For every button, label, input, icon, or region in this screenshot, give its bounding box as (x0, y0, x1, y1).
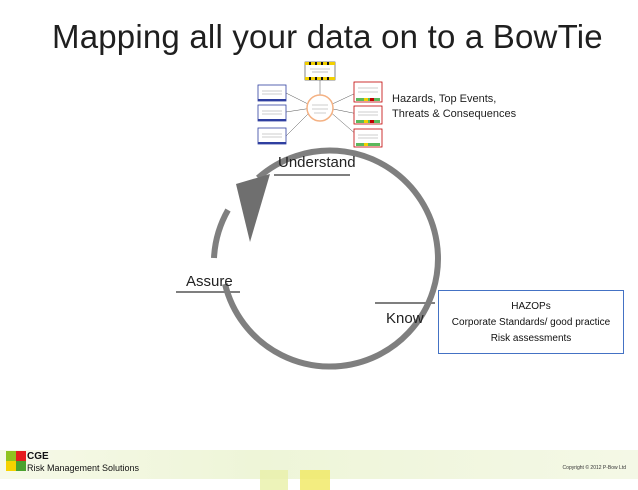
top-event-circle (306, 94, 334, 122)
know-source-item: Risk assessments (490, 333, 572, 344)
stage-label-understand: Understand (278, 154, 356, 171)
copyright-text: Copyright © 2012 P-Bow Ltd (562, 465, 626, 471)
understand-note-line: Threats & Consequences (392, 108, 517, 120)
cycle-arrowhead (236, 174, 270, 242)
understand-note: Hazards, Top Events, Threats & Consequen… (392, 92, 516, 122)
know-source-item: Corporate Standards/ good practice (451, 317, 611, 328)
hazard-box (304, 61, 336, 81)
company-logo-icon (6, 451, 26, 471)
company-name: CGE (27, 451, 49, 462)
bowtie-thumbnail (257, 61, 383, 148)
stage-underline-know (375, 302, 435, 304)
footer-decoration (300, 470, 330, 490)
stage-underline-assure (176, 291, 240, 293)
know-source-item: HAZOPs (511, 301, 551, 312)
company-tagline: Risk Management Solutions (27, 463, 140, 473)
stage-underline-understand (274, 174, 350, 176)
cycle-diagram (211, 147, 441, 370)
page-title: Mapping all your data on to a BowTie (52, 18, 603, 55)
threat-boxes (257, 84, 287, 145)
stage-label-know: Know (386, 310, 424, 327)
stage-label-assure: Assure (186, 273, 233, 290)
footer-decoration (260, 470, 288, 490)
cycle-ring-upper-left (211, 208, 231, 259)
understand-note-line: Hazards, Top Events, (392, 93, 497, 105)
consequence-boxes (353, 81, 383, 148)
know-sources-box: HAZOPs Corporate Standards/ good practic… (438, 290, 624, 354)
cycle-ring (222, 147, 441, 370)
